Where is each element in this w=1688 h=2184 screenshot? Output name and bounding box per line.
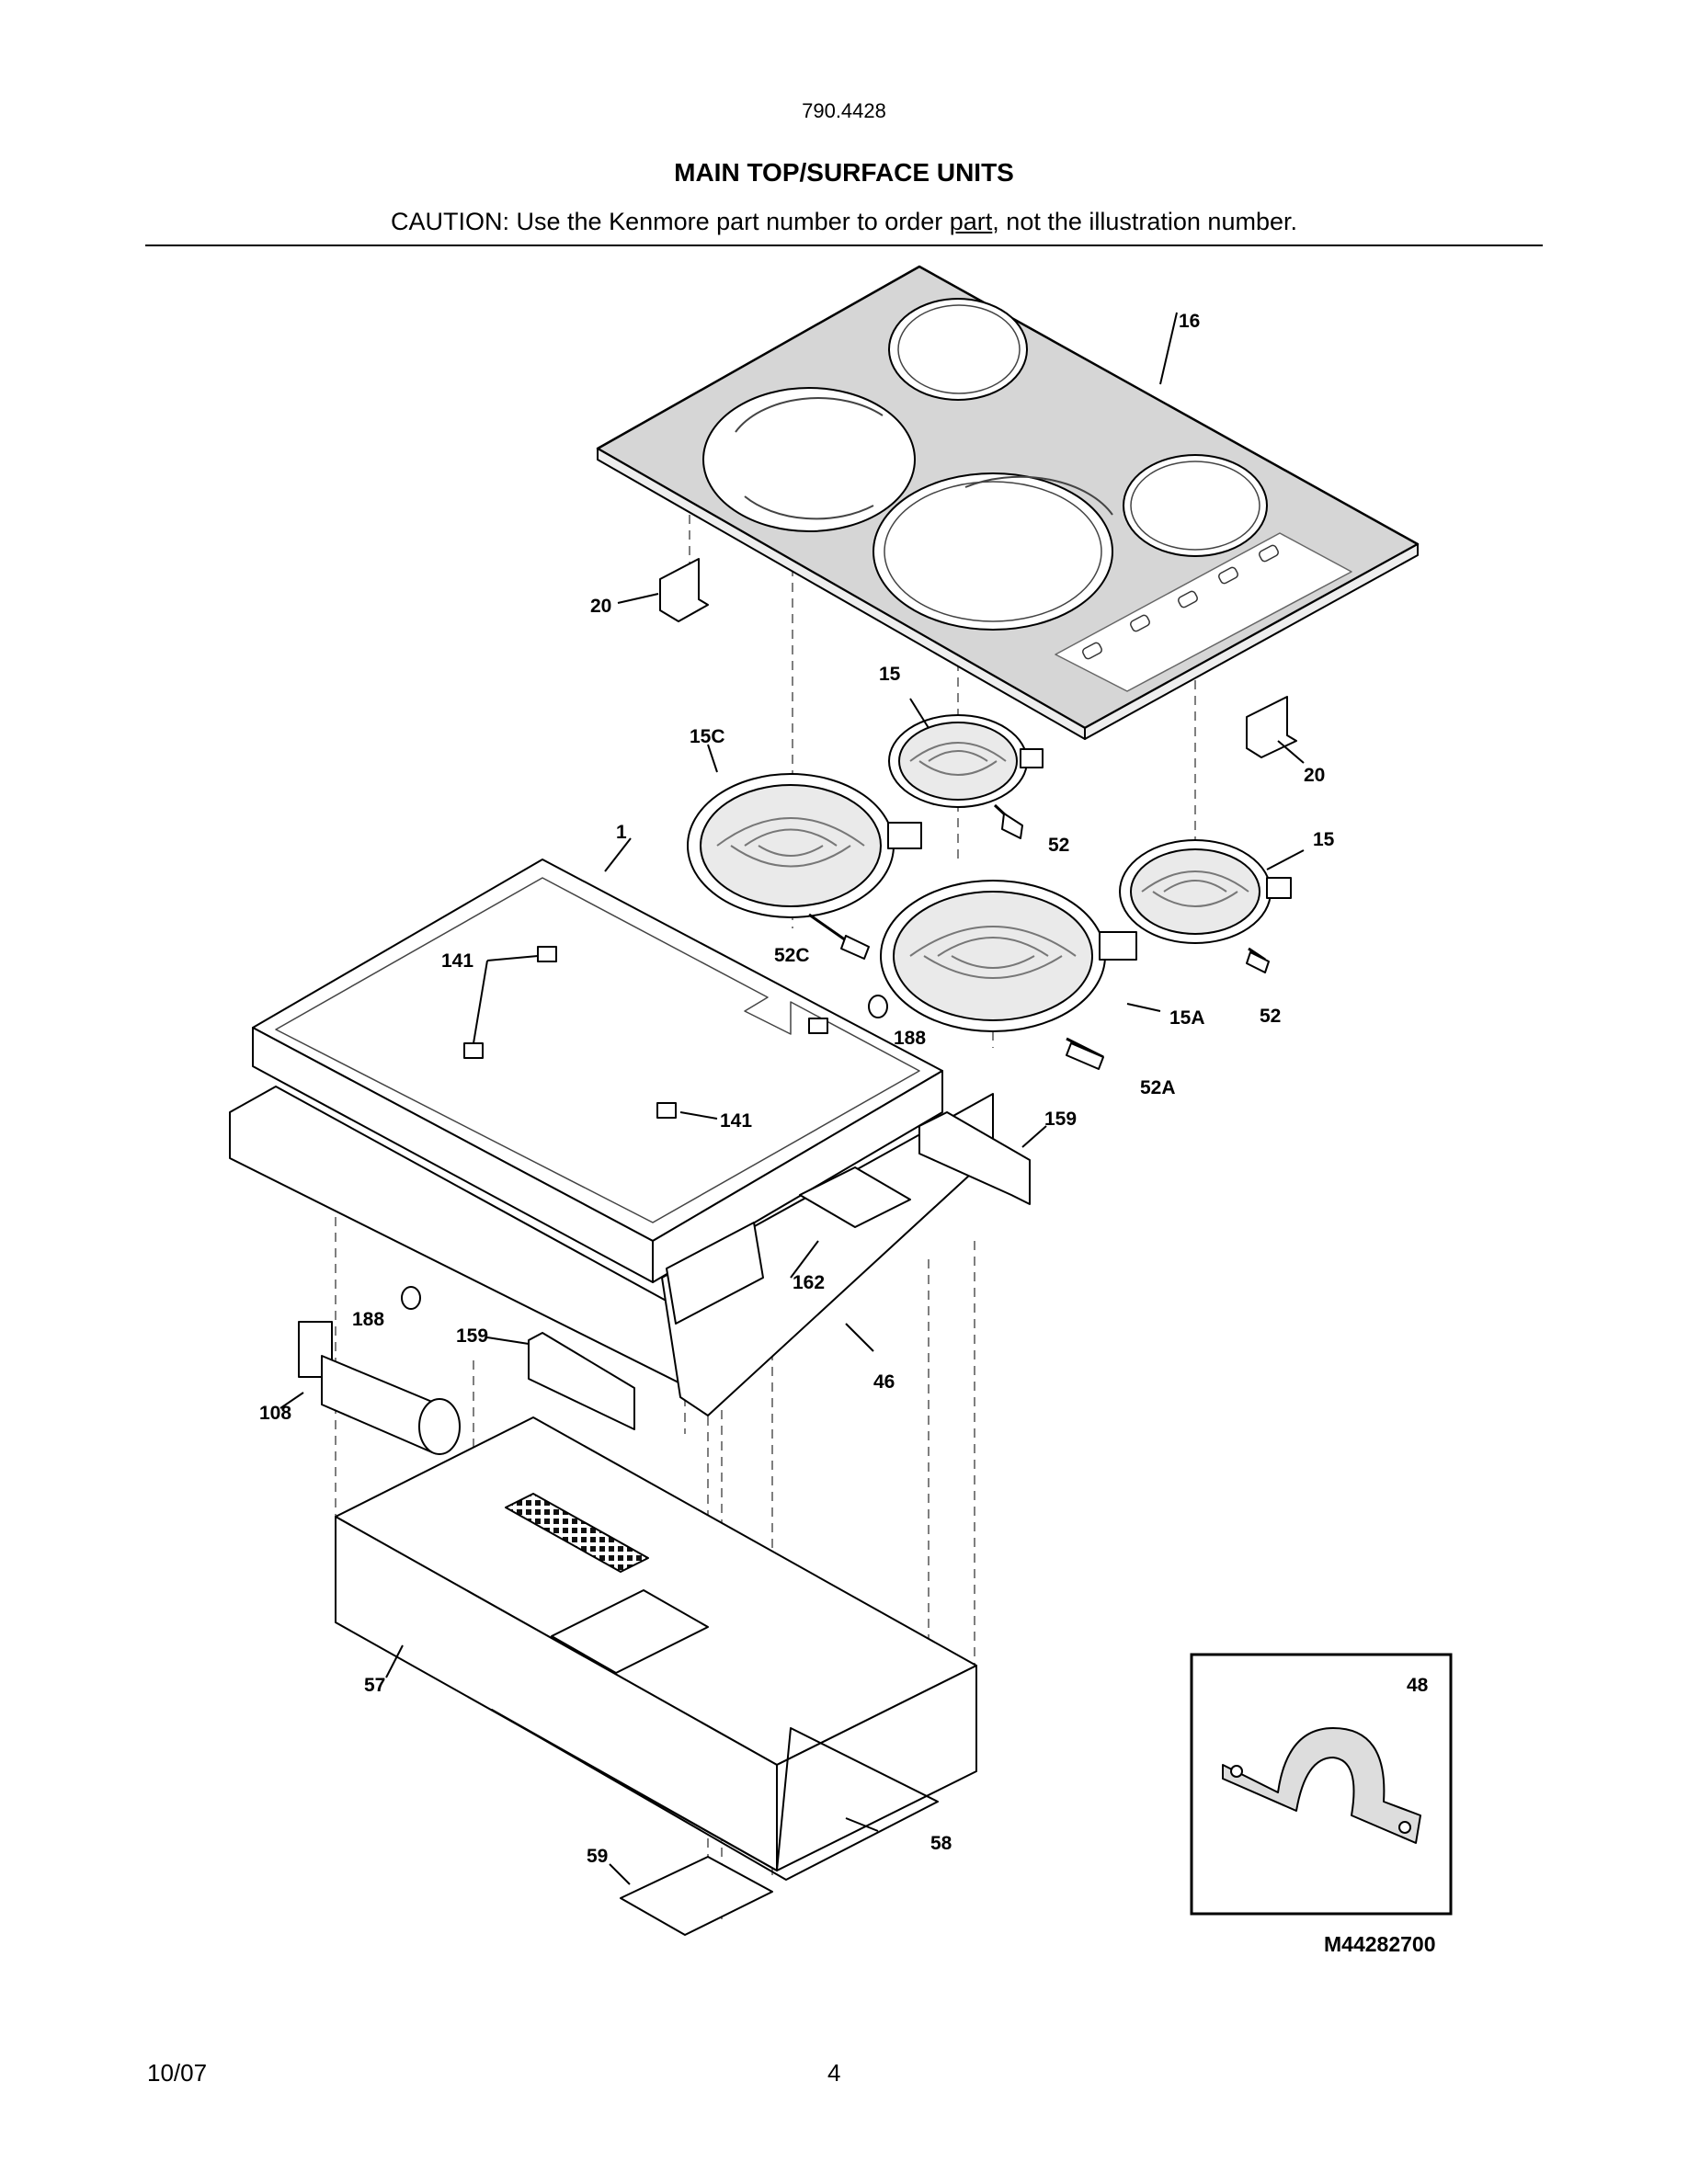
callout-188-lower: 188 [352,1309,384,1330]
glass-cooktop [596,265,1420,740]
vent-deflector-left [486,1332,635,1430]
grommets [401,995,888,1310]
callout-1: 1 [616,822,627,843]
surface-element-15-rear [888,698,1044,831]
caution-note: CAUTION: Use the Kenmore part number to … [0,208,1688,236]
mounting-bracket-right [1246,696,1305,764]
caution-prefix: CAUTION: Use the Kenmore part number to … [391,208,950,235]
callout-46: 46 [873,1371,895,1393]
callout-15A: 15A [1169,1007,1205,1029]
callout-15-rear: 15 [879,664,901,685]
vent-deflector-right [918,1111,1047,1205]
callout-162: 162 [793,1272,825,1293]
element-straps [840,813,1270,1070]
callout-20-right: 20 [1304,765,1325,786]
inset-part-label: 48 [1407,1675,1429,1696]
surface-element-15-right [1119,839,1305,961]
callout-52A: 52A [1140,1077,1176,1098]
surface-element-15A [880,880,1161,1059]
mounting-bracket-left [617,558,709,622]
callout-52C: 52C [774,945,810,966]
callout-188-upper: 188 [894,1028,926,1049]
lower-frame [229,1086,994,1416]
page-title: MAIN TOP/SURFACE UNITS [674,158,1014,187]
main-top-frame [252,837,943,1283]
diagram-code: M44282700 [1324,1932,1436,1956]
footer-page-number: 4 [827,2059,841,2087]
terminal-blocks [463,946,828,1120]
callout-159-left: 159 [456,1325,488,1347]
bottom-pan [335,1416,977,1871]
callout-159-right: 159 [1044,1109,1077,1130]
callout-20-left: 20 [590,596,611,617]
blower-fan [279,1321,461,1455]
footer-date: 10/07 [147,2059,208,2087]
pipe-strap-clamp-icon [1222,1727,1421,1844]
header-divider [145,245,1543,246]
air-duct [666,1166,911,1325]
callout-15C: 15C [690,726,725,747]
callout-141-center: 141 [720,1110,752,1132]
callout-labels: 16 20 20 15 15 15C 15A 52 52 52C 52A 1 1… [259,311,1335,1867]
callout-52-rear: 52 [1048,835,1069,856]
surface-element-15C [687,744,922,949]
callout-59: 59 [587,1846,608,1867]
model-number: 790.4428 [802,99,886,122]
caution-suffix: , not the illustration number. [992,208,1297,235]
access-cover [609,1856,773,1936]
bottom-plate [491,1709,939,1881]
inset-part-48: 48 [1190,1653,1453,1916]
callout-15-right: 15 [1313,829,1335,850]
callout-57: 57 [364,1675,385,1696]
callout-52-right: 52 [1260,1006,1281,1027]
callout-108: 108 [259,1403,291,1424]
callout-58: 58 [930,1833,952,1854]
callout-141-left: 141 [441,950,473,972]
caution-underlined: part [949,208,993,235]
callout-16: 16 [1179,311,1200,332]
